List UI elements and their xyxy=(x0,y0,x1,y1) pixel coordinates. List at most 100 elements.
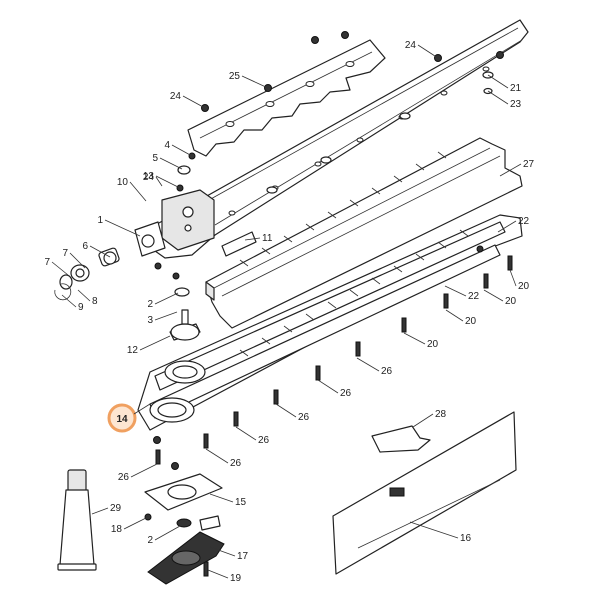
callout-c11[interactable]: 11 xyxy=(262,233,273,244)
lower-cutter-blade xyxy=(137,214,523,431)
callout-c16[interactable]: 16 xyxy=(460,533,472,544)
bush-and-clip xyxy=(176,515,221,531)
leader-line-c6 xyxy=(89,245,111,258)
leader-line-c24c xyxy=(155,176,163,187)
leader-line-c22b xyxy=(444,285,467,297)
callout-c29[interactable]: 29 xyxy=(110,503,122,514)
callout-c28[interactable]: 28 xyxy=(435,409,447,420)
callout-c10[interactable]: 10 xyxy=(117,177,129,188)
leader-line-c2b xyxy=(154,525,181,541)
blade-scabbard xyxy=(332,411,517,575)
callout-c17[interactable]: 17 xyxy=(237,551,249,562)
callout-c20c[interactable]: 20 xyxy=(465,316,477,327)
leader-line-c5 xyxy=(159,157,183,170)
leader-line-c1 xyxy=(104,219,141,237)
leader-line-c13 xyxy=(155,175,181,189)
callout-c24b[interactable]: 24 xyxy=(405,40,417,51)
callout-c26a[interactable]: 26 xyxy=(381,366,393,377)
callout-c18[interactable]: 18 xyxy=(111,524,123,535)
callout-c7b[interactable]: 7 xyxy=(44,257,50,268)
callout-c3[interactable]: 3 xyxy=(147,315,153,326)
leader-line-c2a xyxy=(154,292,179,305)
leader-line-c8 xyxy=(77,289,91,302)
callout-c26d[interactable]: 26 xyxy=(258,435,270,446)
screws xyxy=(144,245,513,577)
leader-line-c28 xyxy=(412,413,434,428)
label-plate xyxy=(221,231,257,257)
leader-line-c23 xyxy=(487,90,509,105)
callout-c8[interactable]: 8 xyxy=(92,296,98,307)
gear-cover xyxy=(147,531,225,585)
callout-c1[interactable]: 1 xyxy=(97,215,103,226)
callout-c24c[interactable]: 24 xyxy=(143,172,155,183)
leader-line-c17 xyxy=(209,546,236,557)
callout-c9[interactable]: 9 xyxy=(78,302,84,313)
callout-c26b[interactable]: 26 xyxy=(340,388,352,399)
highlight-label: 14 xyxy=(116,414,128,425)
drive-parts xyxy=(54,247,201,341)
guard-clip xyxy=(371,425,431,453)
callout-c6[interactable]: 6 xyxy=(82,241,88,252)
callout-c23[interactable]: 23 xyxy=(510,99,522,110)
leader-line-c7b xyxy=(51,261,69,276)
callout-c7a[interactable]: 7 xyxy=(62,248,68,259)
callout-c2a[interactable]: 2 xyxy=(147,299,153,310)
callout-c26e[interactable]: 26 xyxy=(230,458,242,469)
comb-blade-top xyxy=(187,39,386,157)
callout-c20b[interactable]: 20 xyxy=(518,281,530,292)
leader-line-c7a xyxy=(69,252,86,269)
leader-line-c20d xyxy=(403,332,426,345)
leader-line-c24b xyxy=(417,44,439,59)
leader-line-c18 xyxy=(123,516,149,530)
callout-c22b[interactable]: 22 xyxy=(468,291,480,302)
leader-line-c16 xyxy=(409,521,459,539)
leader-line-c29 xyxy=(91,507,109,515)
callout-c25[interactable]: 25 xyxy=(229,71,241,82)
highlight-ring xyxy=(107,403,137,433)
blade-teeth xyxy=(239,151,469,357)
leader-line-c21 xyxy=(487,74,509,89)
leader-line-c20c xyxy=(445,309,464,322)
leader-line-c10 xyxy=(129,181,147,202)
callout-c22a[interactable]: 22 xyxy=(518,216,530,227)
callout-c4[interactable]: 4 xyxy=(164,140,170,151)
highlighted-callout[interactable]: 14 xyxy=(107,403,151,433)
callout-c15[interactable]: 15 xyxy=(235,497,247,508)
leader-line-c26b xyxy=(317,379,339,394)
callout-c21[interactable]: 21 xyxy=(510,83,522,94)
leader-line-c3 xyxy=(154,311,178,321)
leader-line-c27 xyxy=(499,163,522,177)
callout-c13[interactable]: 13 xyxy=(143,171,155,182)
gear-housing xyxy=(134,19,529,259)
leader-line-c20b xyxy=(509,269,517,287)
leader-line-c20a xyxy=(483,289,504,302)
leader-line-c26e xyxy=(205,448,229,464)
leader-line-c9 xyxy=(61,294,77,308)
leader-line-c25 xyxy=(241,75,269,89)
callout-c24a[interactable]: 24 xyxy=(170,91,182,102)
leader-line-c19 xyxy=(207,569,229,579)
callout-c20d[interactable]: 20 xyxy=(427,339,439,350)
leader-line-c24a xyxy=(182,95,206,109)
callout-c26c[interactable]: 26 xyxy=(298,412,310,423)
callout-c20a[interactable]: 20 xyxy=(505,296,517,307)
callout-c27[interactable]: 27 xyxy=(523,159,535,170)
leader-line-c4 xyxy=(171,144,193,157)
callout-c2b[interactable]: 2 xyxy=(147,535,153,546)
callout-c12[interactable]: 12 xyxy=(127,345,139,356)
upper-cutter-blade xyxy=(205,137,523,329)
leader-line-c26f xyxy=(130,463,158,478)
leader-line-c26a xyxy=(356,357,380,372)
leader-line-c26c xyxy=(275,403,297,418)
leader-line-c12 xyxy=(139,335,171,351)
callout-c26f[interactable]: 26 xyxy=(118,472,130,483)
callout-c19[interactable]: 19 xyxy=(230,573,242,584)
leader-line-c26d xyxy=(235,426,257,441)
leader-line-c15 xyxy=(209,493,234,503)
callout-c5[interactable]: 5 xyxy=(152,153,158,164)
grease-tube xyxy=(57,469,97,571)
leader-line-c11 xyxy=(244,237,261,241)
